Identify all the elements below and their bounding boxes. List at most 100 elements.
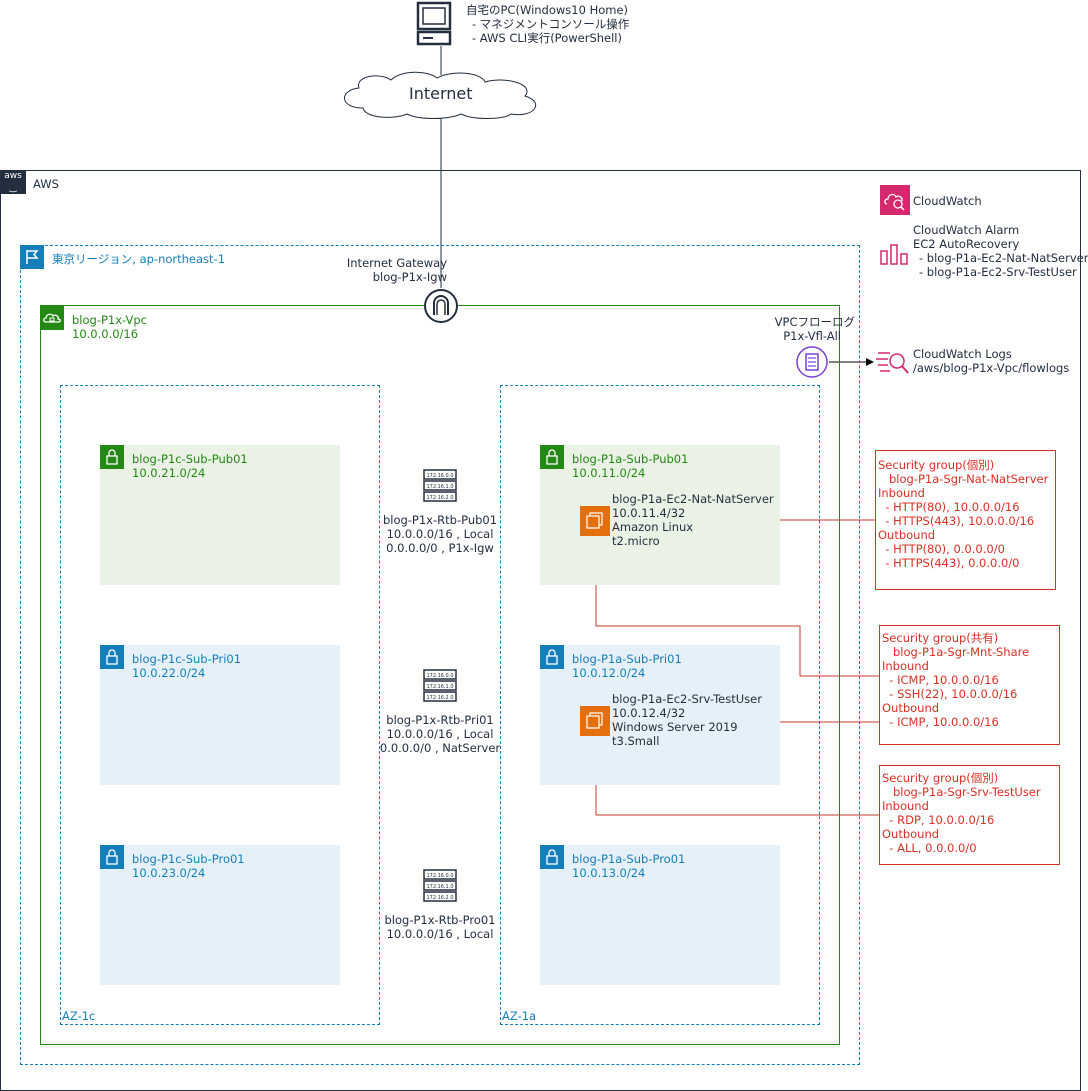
ec2-srv-line-1: blog-P1a-Ec2-Srv-TestUser	[612, 692, 762, 706]
az-left-group	[60, 385, 380, 1025]
sg-mnt-nat-arrow	[595, 544, 881, 677]
security-group-line: Security group(個別)	[878, 458, 995, 472]
ec2-srv-line-3: Windows Server 2019	[612, 720, 738, 734]
internet-cloud-icon	[344, 71, 537, 119]
subnet-p1a-pri-name: blog-P1a-Sub-Pri01	[572, 652, 682, 666]
pc-line-2: - AWS CLI実行(PowerShell)	[472, 31, 622, 45]
route-row-text: 172.16.2.0	[426, 495, 453, 501]
route-row	[423, 480, 457, 491]
region-label: 東京リージョン, ap-northeast-1	[52, 252, 226, 266]
region-group	[20, 245, 860, 1065]
subnet-p1a-pub-cidr: 10.0.11.0/24	[572, 466, 646, 480]
security-group-line: - HTTPS(443), 10.0.0.0/16	[878, 514, 1035, 528]
lock-icon	[100, 645, 124, 669]
cloudwatch-alarm-icon	[880, 244, 908, 265]
security-group-line: Inbound	[882, 659, 929, 673]
subnet-p1c-pro-name: blog-P1c-Sub-Pro01	[132, 852, 245, 866]
security-group-line: - SSH(22), 10.0.0.0/16	[882, 687, 1018, 701]
security-group-line: - HTTPS(443), 0.0.0.0/0	[878, 556, 1020, 570]
rtb-pub-line-3: 0.0.0.0/0 , P1x-Igw	[386, 541, 494, 555]
route-row	[423, 491, 457, 502]
pc-title: 自宅のPC(Windows10 Home)	[466, 3, 629, 17]
vpc-cloud-icon	[40, 306, 64, 330]
rtb-pri-line-3: 0.0.0.0/0 , NatServer	[379, 741, 501, 755]
security-group-line: Inbound	[882, 799, 929, 813]
security-group-line: Outbound	[878, 528, 936, 542]
igw-label-2: blog-P1x-Igw	[372, 270, 447, 284]
route-table-icon: 172.16.0.0 172.16.1.0 172.16.2.0	[423, 869, 457, 906]
security-group-line: blog-P1a-Sgr-Mnt-Share	[882, 645, 1030, 659]
lock-icon	[100, 445, 124, 469]
ec2-nat-line-3: Amazon Linux	[612, 520, 694, 534]
security-group-nat: Security group(個別) blog-P1a-Sgr-Nat-NatS…	[875, 450, 1056, 590]
aws-label: AWS	[33, 177, 59, 191]
subnet-p1c-pro	[100, 845, 340, 985]
subnet-p1c-pub-name: blog-P1c-Sub-Pub01	[132, 452, 248, 466]
route-row	[423, 691, 457, 702]
rtb-pri-line-2: 10.0.0.0/16 , Local	[386, 727, 494, 741]
alarm-line-1: CloudWatch Alarm	[913, 223, 1020, 237]
rtb-pri-line-1: blog-P1x-Rtb-Pri01	[386, 713, 494, 727]
lock-icon	[540, 445, 564, 469]
security-group-line: Outbound	[882, 701, 940, 715]
security-group-line: - RDP, 10.0.0.0/16	[882, 813, 995, 827]
security-group-mnt-share: Security group(共有) blog-P1a-Sgr-Mnt-Shar…	[879, 625, 1060, 745]
alarm-line-3: - blog-P1a-Ec2-Nat-NatServer	[919, 251, 1088, 265]
rtb-pub-line-2: 10.0.0.0/16 , Local	[386, 527, 494, 541]
subnet-p1c-pri	[100, 645, 340, 785]
subnet-p1c-pri-cidr: 10.0.22.0/24	[132, 666, 206, 680]
subnet-p1a-pub-name: blog-P1a-Sub-Pub01	[572, 452, 689, 466]
az-left-label: AZ-1c	[62, 1009, 96, 1023]
rtb-pro-line-2: 10.0.0.0/16 , Local	[386, 927, 494, 941]
subnet-p1c-pro-cidr: 10.0.23.0/24	[132, 866, 206, 880]
route-row	[423, 869, 457, 880]
subnet-p1a-pro-name: blog-P1a-Sub-Pro01	[572, 852, 686, 866]
flowlog-icon	[796, 346, 828, 378]
alarm-line-2: EC2 AutoRecovery	[913, 237, 1020, 251]
flowlog-label-1: VPCフローログ	[774, 315, 855, 329]
subnet-p1a-pro-cidr: 10.0.13.0/24	[572, 866, 646, 880]
ec2-nat-line-2: 10.0.11.4/32	[612, 506, 686, 520]
logs-line-1: CloudWatch Logs	[913, 347, 1012, 361]
lock-icon	[540, 845, 564, 869]
ec2-nat-line-4: t2.micro	[612, 534, 660, 548]
route-row-text: 172.16.1.0	[426, 884, 453, 890]
security-group-line: - ICMP, 10.0.0.0/16	[882, 673, 999, 687]
security-group-line: Security group(個別)	[882, 771, 999, 785]
route-table-graphic: 172.16.0.0 172.16.1.0 172.16.2.0	[423, 469, 457, 502]
ec2-srv-line-4: t3.Small	[612, 734, 660, 748]
subnet-p1c-pub-cidr: 10.0.21.0/24	[132, 466, 206, 480]
security-group-line: Outbound	[882, 827, 940, 841]
ec2-instance-icon	[580, 506, 610, 536]
ec2-instance-icon	[580, 706, 610, 736]
route-table-graphic: 172.16.0.0 172.16.1.0 172.16.2.0	[423, 869, 457, 902]
flowlog-label-2: P1x-Vfl-All	[783, 329, 841, 343]
route-row-text: 172.16.2.0	[426, 895, 453, 901]
route-row-text: 172.16.1.0	[426, 684, 453, 690]
route-row-text: 172.16.1.0	[426, 484, 453, 490]
computer-icon	[416, 1, 452, 46]
route-row	[423, 891, 457, 902]
route-table-icon: 172.16.0.0 172.16.1.0 172.16.2.0	[423, 469, 457, 506]
internet-label: Internet	[409, 84, 473, 103]
lock-icon	[100, 845, 124, 869]
route-row	[423, 469, 457, 480]
route-row	[423, 669, 457, 680]
security-group-line: Security group(共有)	[882, 631, 999, 645]
az-right-label: AZ-1a	[502, 1009, 537, 1023]
igw-icon	[424, 289, 458, 323]
security-group-line: - HTTP(80), 0.0.0.0/0	[878, 542, 1005, 556]
aws-logo-icon: aws‿	[0, 170, 26, 194]
sg-srv-lines: Security group(個別) blog-P1a-Sgr-Srv-Test…	[882, 771, 1041, 855]
route-row	[423, 880, 457, 891]
route-row-text: 172.16.0.0	[426, 873, 453, 879]
cloudwatch-logs-icon	[876, 352, 909, 374]
security-group-line: - HTTP(80), 10.0.0.0/16	[878, 500, 1020, 514]
sg-mnt-lines: Security group(共有) blog-P1a-Sgr-Mnt-Shar…	[882, 631, 1029, 729]
route-row-text: 172.16.0.0	[426, 673, 453, 679]
route-row-text: 172.16.0.0	[426, 473, 453, 479]
security-group-line: - ALL, 0.0.0.0/0	[882, 841, 977, 855]
route-row	[423, 680, 457, 691]
